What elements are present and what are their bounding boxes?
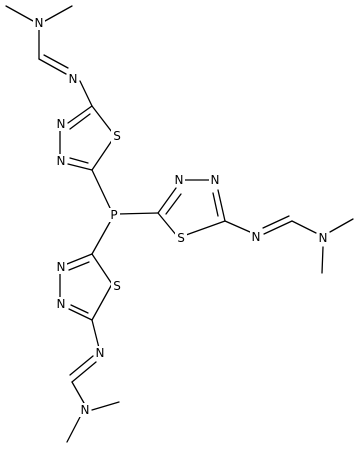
svg-text:N: N (319, 231, 328, 245)
nitrogen-atom-left-ring-b: N (55, 297, 67, 311)
svg-text:N: N (211, 173, 220, 187)
dimethylamino-nitrogen-bottom: N (79, 403, 91, 417)
bond-n3a-c5-double-a (157, 187, 177, 214)
bond-c3-s2 (91, 253, 113, 285)
svg-text:N: N (252, 230, 261, 244)
bond-layer (5, 5, 354, 443)
bond-n2a-c3-double-b (68, 261, 90, 271)
nitrogen-atom-right-ring-b: N (209, 173, 221, 187)
nitrogen-atom-left-ring-a: N (55, 260, 67, 274)
bond-n2i-ch-double-a (71, 361, 97, 383)
bond-ch-n3m (291, 220, 317, 234)
svg-text:N: N (35, 16, 44, 30)
bond-ch-n1i-double-b (43, 54, 69, 69)
bond-methyl-n1m-right (44, 5, 73, 22)
bond-n1a-c1-double-b (69, 113, 91, 130)
svg-text:N: N (57, 154, 66, 168)
bond-n2i-ch-double-b (69, 355, 94, 376)
bond-n2a-c3-double-a (66, 253, 93, 265)
bond-c6-n3i (224, 220, 251, 233)
phosphorus-atom: P (108, 208, 120, 222)
bond-c6-n3b-double-a (217, 189, 226, 222)
bond-c5-s3 (157, 212, 178, 237)
bond-p-c3 (91, 221, 111, 255)
imine-nitrogen-right: N (250, 230, 262, 244)
bond-c2-n1b-double-a (67, 163, 93, 171)
bond-n3i-ch-double-a (263, 220, 293, 235)
bond-methyl-n1m-left (5, 5, 34, 22)
nitrogen-atom-right-ring-a: N (173, 173, 185, 187)
svg-text:N: N (57, 260, 66, 274)
bond-s3-c6 (185, 220, 226, 236)
bond-n3i-ch-double-b (262, 215, 290, 229)
imine-nitrogen-top: N (67, 72, 79, 86)
nitrogen-atom-top-ring-b: N (55, 154, 67, 168)
dimethylamino-nitrogen-top: N (33, 16, 45, 30)
svg-text:N: N (57, 117, 66, 131)
bond-n1i-c1 (79, 80, 93, 107)
svg-text:N: N (69, 72, 78, 86)
sulfur-atom-top-ring: S (111, 129, 123, 143)
bond-n2m-methyl-right (91, 401, 120, 411)
svg-text:N: N (96, 346, 105, 360)
sulfur-atom-right-ring: S (175, 231, 187, 245)
bond-n3m-methyl-down (321, 246, 324, 274)
bond-ch-n1i-double-a (38, 58, 67, 75)
bond-n3m-methyl-up (329, 218, 354, 233)
svg-text:S: S (177, 231, 185, 245)
svg-text:S: S (113, 279, 121, 293)
sulfur-atom-left-ring: S (111, 279, 123, 293)
bond-p-c5 (117, 212, 159, 215)
bond-c2-n1b-double-b (69, 157, 89, 164)
imine-nitrogen-bottom: N (94, 346, 106, 360)
bond-c2-p (91, 169, 111, 209)
svg-text:S: S (113, 129, 121, 143)
atom-layer: P S N N N N S N (33, 16, 329, 417)
bond-n1a-c1-double-a (67, 105, 93, 124)
bond-n2m-methyl-left (66, 416, 81, 443)
bond-ch-n2m (71, 381, 85, 404)
bond-s2-c4 (91, 283, 113, 321)
svg-text:N: N (57, 297, 66, 311)
svg-text:N: N (175, 173, 184, 187)
dimethylamino-nitrogen-right: N (317, 231, 329, 245)
bond-c4-n2b-double-b (70, 304, 89, 314)
svg-text:N: N (81, 403, 90, 417)
bond-c6-n3b-double-b (212, 192, 219, 217)
bond-c4-n2i (91, 319, 100, 349)
bond-n3a-c5-double-b (165, 193, 182, 215)
bond-c4-n2b-double-a (68, 308, 93, 321)
svg-text:P: P (110, 208, 117, 222)
nitrogen-atom-top-ring-a: N (55, 117, 67, 131)
